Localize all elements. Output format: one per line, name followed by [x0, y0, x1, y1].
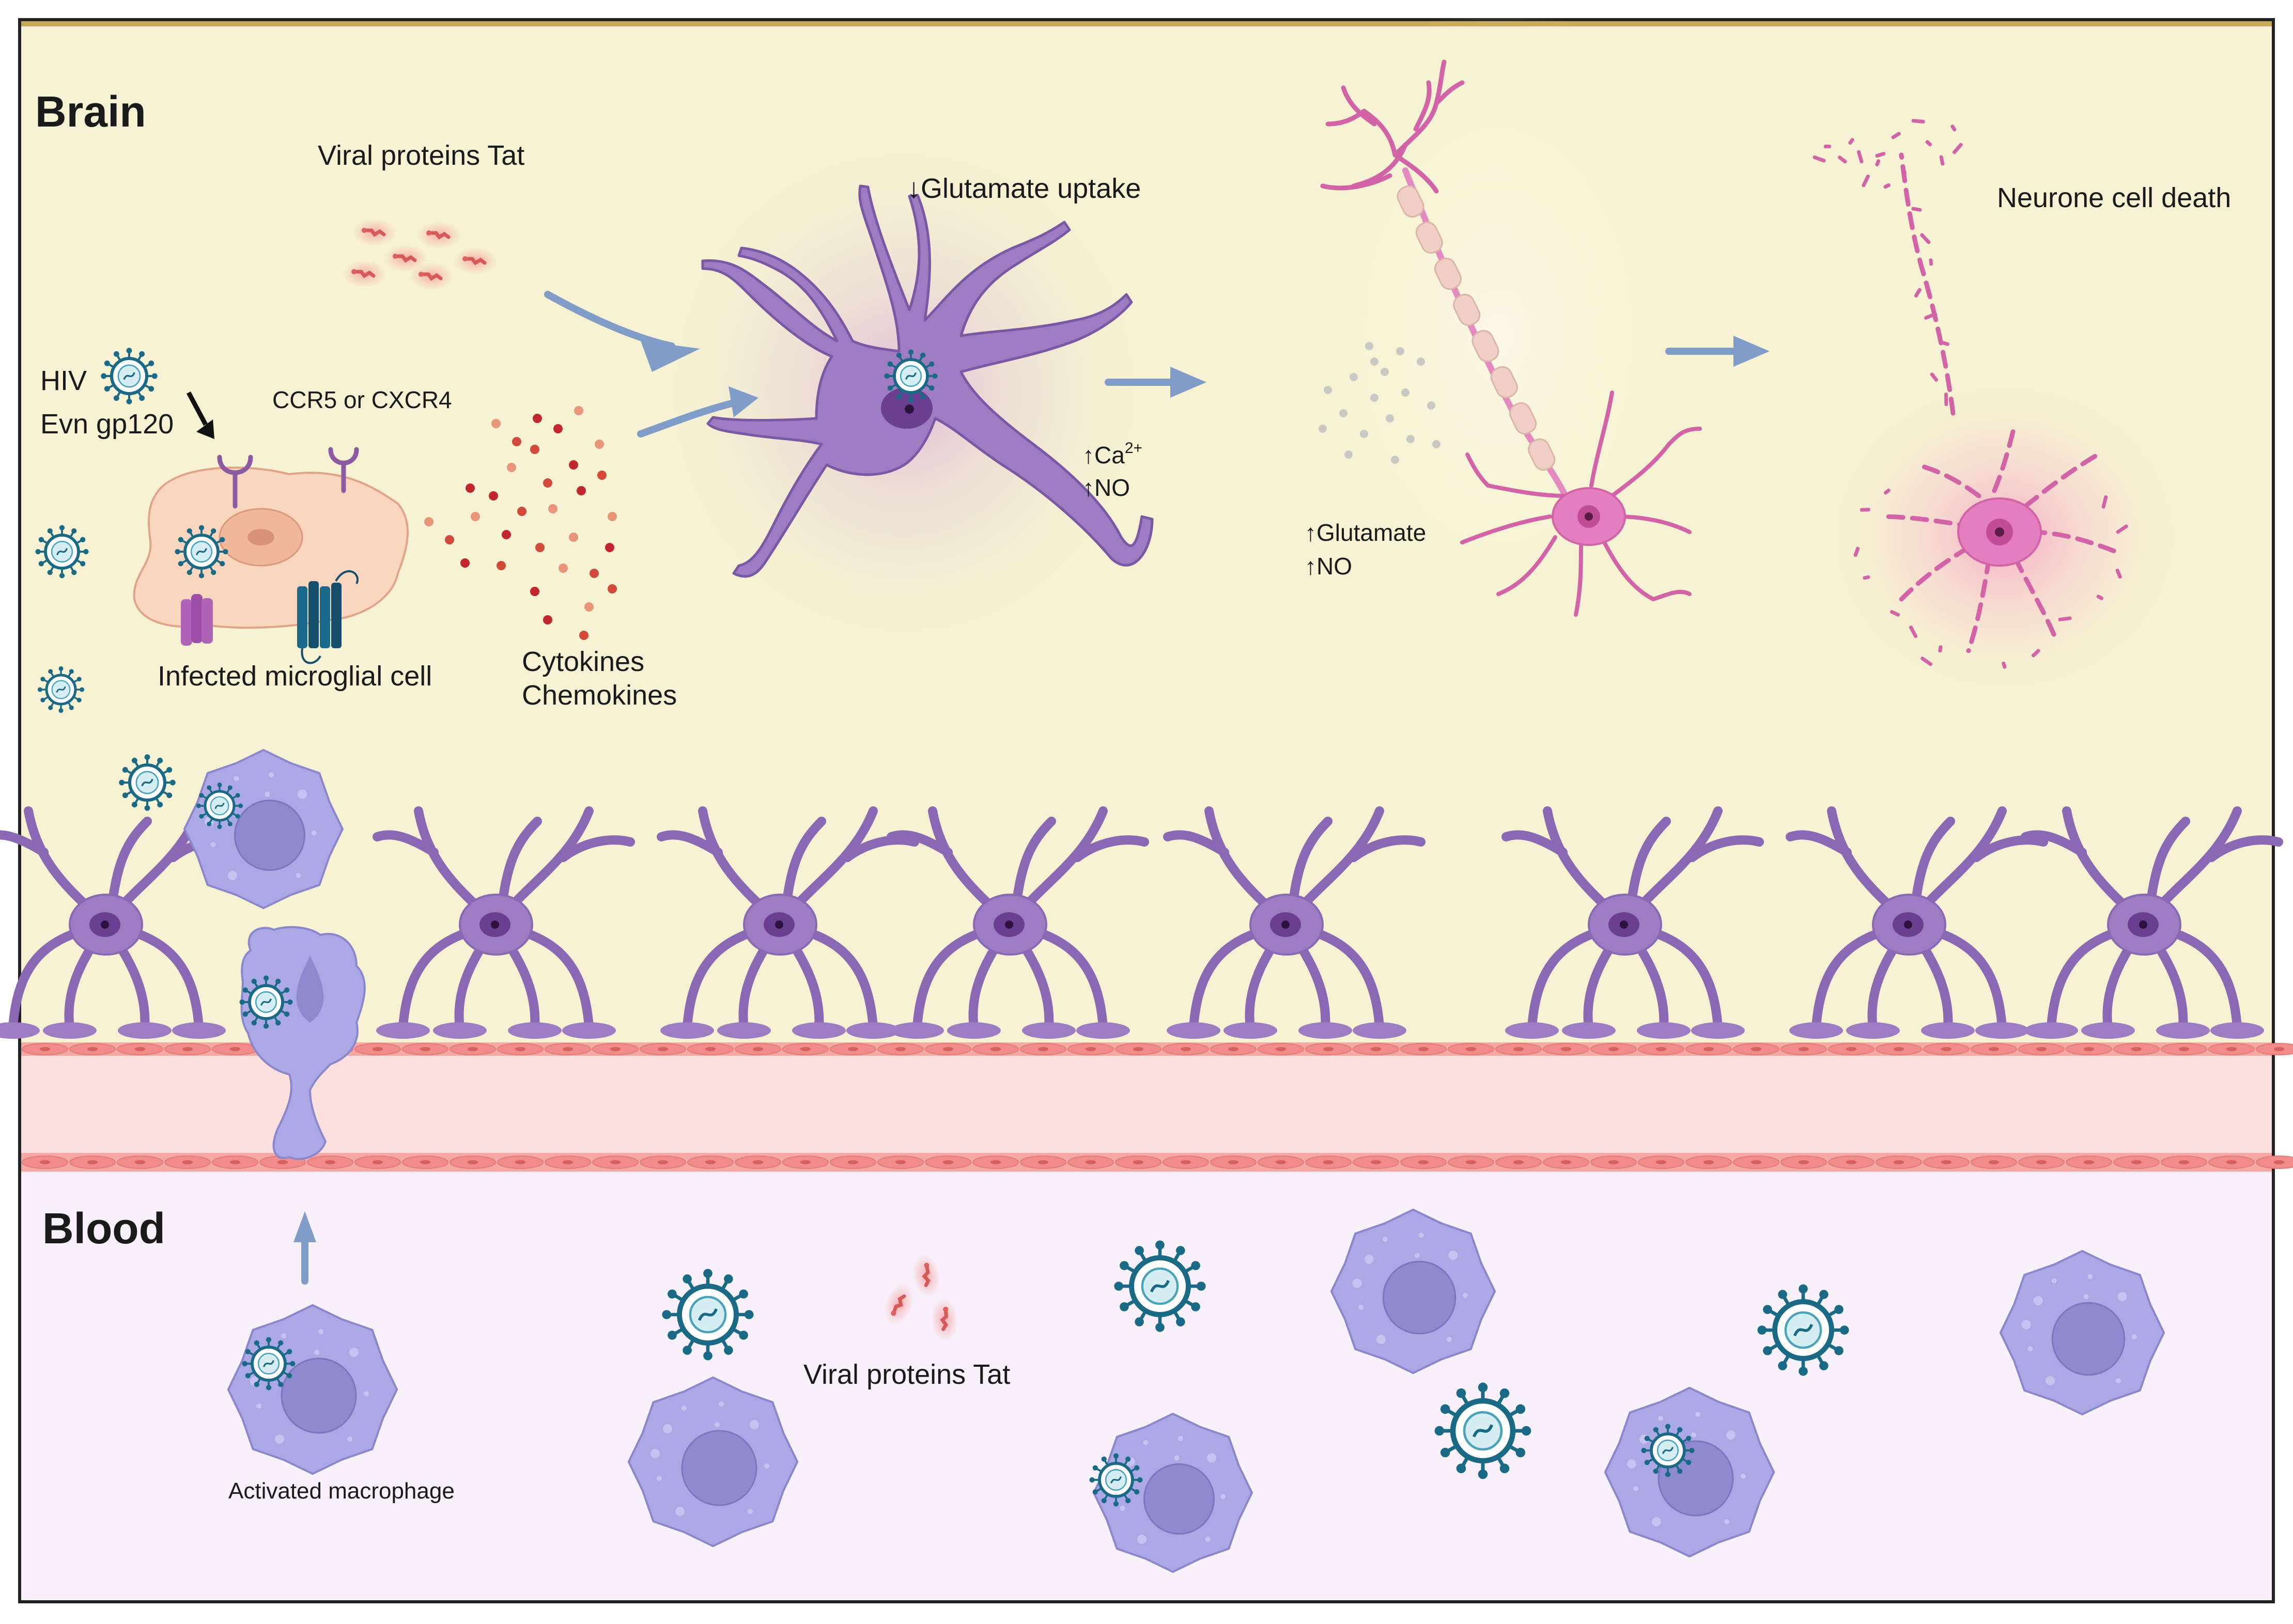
virus-icon-macro-2 [1089, 1453, 1143, 1507]
label-cytokines: Cytokines [522, 646, 645, 677]
arrow-tat-to-astrocyte [544, 291, 675, 350]
tat-proteins-top [343, 219, 497, 290]
macrophage-blood-3 [1330, 1208, 1496, 1375]
astrocyte-6 [1786, 806, 2048, 1039]
top-edge [21, 21, 2272, 26]
astrocyte-1 [373, 806, 635, 1039]
endothelium [21, 1042, 2293, 1172]
label-neurone-death: Neurone cell death [1997, 182, 2232, 213]
label-ca: ↑Ca2+ [1082, 440, 1143, 469]
label-activated-macrophage: Activated macrophage [228, 1478, 455, 1504]
arrow-cytokines-to-astrocyte [637, 399, 737, 438]
label-no-2: ↑NO [1305, 553, 1352, 580]
macrophage-blood-4 [1604, 1386, 1775, 1558]
process-arrows [293, 291, 1770, 1285]
astrocyte-2 [657, 806, 919, 1039]
label-viral-tat-top: Viral proteins Tat [318, 140, 525, 171]
virus-icon-activated-macro [242, 1337, 296, 1391]
astrocyte-7 [2021, 806, 2283, 1039]
virus-icon-2 [37, 666, 85, 713]
membrane-protein-purple [181, 594, 213, 646]
glutamate-dots [1319, 342, 1440, 464]
cytokine-dots [424, 406, 617, 640]
vessel-lumen [21, 1049, 2272, 1173]
binding-arrow [187, 391, 214, 439]
label-no: ↑NO [1082, 474, 1130, 501]
macrophage-blood-1 [627, 1376, 799, 1548]
astrocyte-4 [1163, 806, 1426, 1039]
virus-icon-1 [35, 525, 89, 579]
virus-icon-blood-1 [662, 1269, 754, 1361]
viruses [35, 348, 1849, 1507]
virus-icon-bbb [239, 975, 293, 1029]
label-glutamate-uptake: ↓Glutamate uptake [907, 173, 1141, 204]
label-infected-microglia: Infected microglial cell [158, 661, 432, 692]
virus-icon-blood-2 [1114, 1240, 1206, 1332]
infected-microglial-cell [133, 447, 409, 664]
virus-icon-blood-4 [1757, 1284, 1849, 1376]
label-ca-text: ↑Ca [1082, 442, 1125, 469]
label-receptor: CCR5 or CXCR4 [272, 386, 452, 413]
astrocyte-5 [1501, 806, 1764, 1039]
receptor-left [217, 455, 253, 509]
transmigrating-macrophage [240, 926, 366, 1160]
axon-debris [1812, 119, 2128, 669]
dying-neuron [1812, 119, 2128, 669]
myelin-sheath [1397, 185, 1556, 471]
receptor-right [328, 447, 359, 493]
label-hiv: HIV [40, 365, 87, 396]
activated-macrophage [227, 1304, 398, 1475]
virus-icon-microglia [175, 525, 228, 579]
virus-icon-macro-4 [1641, 1424, 1695, 1477]
virus-icon-blood-3 [1434, 1382, 1531, 1479]
membrane-protein-teal [297, 570, 359, 664]
macrophage-blood-5 [1999, 1250, 2165, 1416]
virus-icon-astrocyte [884, 349, 938, 403]
label-glutamate-up: ↑Glutamate [1305, 519, 1427, 546]
astrocyte-row [0, 806, 2283, 1039]
hiv-icon [101, 348, 158, 404]
label-evn-gp120: Evn gp120 [40, 409, 174, 440]
macrophages [183, 749, 2165, 1573]
region-title-blood: Blood [42, 1204, 165, 1253]
region-title-brain: Brain [35, 87, 146, 136]
tat-proteins-blood [884, 1254, 958, 1341]
label-chemokines: Chemokines [522, 680, 677, 711]
label-viral-tat-blood: Viral proteins Tat [803, 1359, 1011, 1390]
label-ca-sup: 2+ [1124, 440, 1143, 457]
astrocyte-3 [887, 806, 1149, 1039]
virus-icon-3 [119, 754, 176, 811]
neuron [1320, 59, 1702, 617]
virus-icon-brain-macro [196, 782, 243, 830]
macrophage-brain [183, 749, 344, 909]
